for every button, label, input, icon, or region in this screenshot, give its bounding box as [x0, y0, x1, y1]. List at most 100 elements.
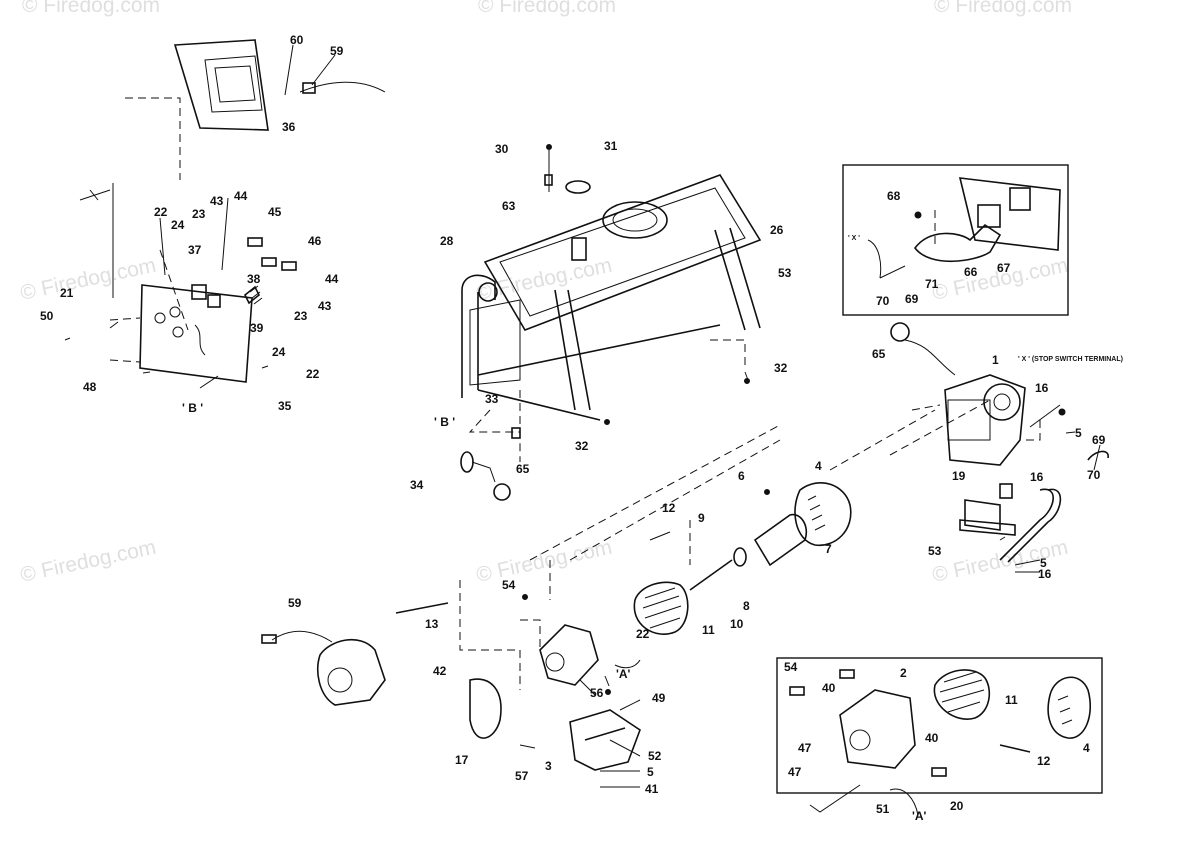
callout-label: 34: [410, 478, 424, 492]
callout-label: 5: [1075, 426, 1082, 440]
callout-label: 52: [648, 749, 662, 763]
cover-plate: [469, 678, 502, 739]
watermark: © Firedog.com: [934, 0, 1072, 17]
callout-label: 8: [743, 599, 750, 613]
callout-label: 21: [60, 286, 74, 300]
callout-label: 24: [171, 218, 185, 232]
callout-label: 40: [822, 681, 836, 695]
callout-label: 51: [876, 802, 890, 816]
callout-label: 44: [325, 272, 339, 286]
callout-label: 23: [294, 309, 308, 323]
callout-label: 20: [950, 799, 964, 813]
ignition-module: [944, 374, 1026, 466]
callout-label: 4: [1083, 741, 1090, 755]
stop-switch: [913, 223, 1002, 263]
callout-label: 41: [645, 782, 659, 796]
callout-label: 44: [234, 189, 248, 203]
callout-label: 60: [290, 33, 304, 47]
callout-label: 42: [433, 664, 447, 678]
inset-frame: [842, 164, 1069, 316]
callout-label: 35: [278, 399, 292, 413]
fuel-fill-opening: [602, 201, 668, 239]
callout-label: 5: [1040, 556, 1047, 570]
callout-label: 47: [788, 765, 802, 779]
callout-label: 43: [210, 194, 224, 208]
callout-label: 45: [268, 205, 282, 219]
callout-label: 22: [154, 205, 168, 219]
callout-label: 2: [900, 666, 907, 680]
callout-label: 26: [770, 223, 784, 237]
note-stop-switch-terminal: ' X ' (STOP SWITCH TERMINAL): [1018, 356, 1123, 363]
callout-label: 47: [798, 741, 812, 755]
stator: [633, 581, 689, 635]
callout-label: 68: [887, 189, 901, 203]
callout-label: 37: [188, 243, 202, 257]
panel-housing: [173, 39, 269, 131]
callout-label: 11: [702, 623, 715, 637]
callout-label: 31: [604, 139, 618, 153]
callout-label: 7: [825, 542, 832, 556]
callout-label: 5: [647, 765, 654, 779]
watermark: © Firedog.com: [474, 536, 614, 587]
callout-label: 22: [636, 627, 650, 641]
end-bracket-assembly: [261, 630, 386, 706]
callout-label: 50: [40, 309, 54, 323]
callout-label: 16: [1038, 567, 1052, 581]
rotor: [753, 513, 808, 567]
note-b-mid: ' B ': [434, 415, 455, 429]
callout-label: 69: [1092, 433, 1106, 447]
callout-label: 17: [455, 753, 469, 767]
callout-label: 40: [925, 731, 939, 745]
callout-label: 24: [272, 345, 286, 359]
note-a-right: 'A': [912, 809, 927, 823]
callout-label: 53: [928, 544, 942, 558]
callout-label: 54: [502, 578, 516, 592]
fuel-cap: [565, 180, 591, 194]
callout-labels: 60 59 36 22 24 43 44 45 23 37 46 21 38 4…: [40, 33, 1106, 816]
callout-label: 54: [784, 660, 798, 674]
fuel-tank-frame: [461, 144, 762, 462]
callout-label: 3: [545, 759, 552, 773]
callout-label: 65: [516, 462, 530, 476]
callout-label: 10: [730, 617, 744, 631]
inset-alternator-detail: [776, 657, 1103, 816]
callout-label: 65: [872, 347, 886, 361]
callout-label: 70: [1087, 468, 1101, 482]
callout-label: 53: [778, 266, 792, 280]
control-panel-assembly: [64, 39, 386, 389]
callout-label: 66: [964, 265, 978, 279]
inset-stop-switch: [842, 164, 1069, 316]
note-b-left: ' B ': [182, 401, 203, 415]
fuel-tank: [483, 174, 762, 331]
callout-label: 33: [485, 392, 499, 406]
callout-label: 23: [192, 207, 206, 221]
watermark: © Firedog.com: [18, 254, 158, 305]
generator-alternator: [395, 481, 852, 771]
ignition-coil-assembly: [890, 322, 1109, 563]
rear-bearing-carrier: [794, 481, 852, 547]
callout-label: 28: [440, 234, 454, 248]
control-panel: [139, 284, 253, 383]
callout-label: 4: [815, 459, 822, 473]
callout-label: 57: [515, 769, 529, 783]
callout-label: 71: [925, 277, 939, 291]
leader-lines: [159, 44, 1101, 788]
callout-label: 36: [282, 120, 296, 134]
watermark: © Firedog.com: [478, 0, 616, 17]
callout-label: 43: [318, 299, 332, 313]
callout-label: 11: [1005, 693, 1018, 707]
callout-label: 69: [905, 292, 919, 306]
callout-label: 19: [952, 469, 966, 483]
callout-label: 12: [662, 501, 676, 515]
callout-label: 49: [652, 691, 666, 705]
callout-label: 1: [992, 353, 999, 367]
callout-label: 9: [698, 511, 705, 525]
callout-label: 32: [774, 361, 788, 375]
callout-label: 38: [247, 272, 261, 286]
callout-label: 39: [250, 321, 264, 335]
callout-label: 12: [1037, 754, 1051, 768]
callout-label: 67: [997, 261, 1011, 275]
callout-label: 6: [738, 469, 745, 483]
